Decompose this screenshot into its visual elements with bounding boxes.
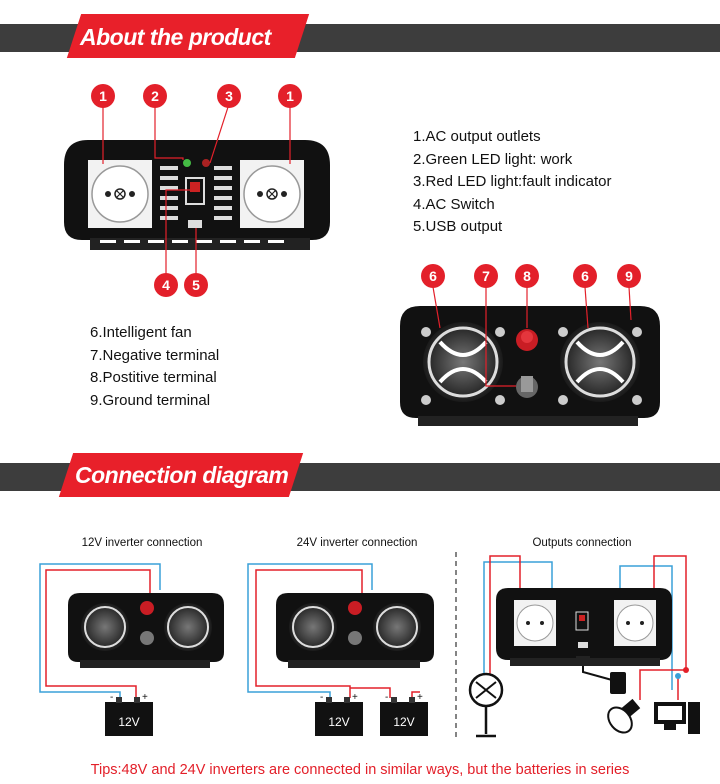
section-title-connection: Connection diagram: [75, 462, 289, 488]
tips-text: Tips:48V and 24V inverters are connected…: [90, 762, 630, 778]
diagram-title-24v: 24V inverter connection: [296, 537, 418, 549]
legend-item: 1.AC output outlets: [413, 128, 541, 145]
section-title-about: About the product: [80, 24, 271, 50]
back-legend: 6.Intelligent fan 7.Negative terminal 8.…: [90, 322, 219, 412]
legend-item: 5.USB output: [413, 218, 503, 235]
diagram-title-outputs: Outputs connection: [532, 537, 632, 549]
front-legend: 1.AC output outlets 2.Green LED light: w…: [413, 126, 611, 239]
legend-item: 2.Green LED light: work: [413, 150, 573, 168]
diagram-24v: [247, 563, 434, 736]
legend-item: 7.Negative terminal: [90, 346, 220, 364]
legend-item: 8.Postitive terminal: [90, 369, 217, 386]
front-panel: [64, 140, 330, 250]
back-panel: [400, 306, 660, 426]
legend-item: 3.Red LED light:fault indicator: [413, 173, 612, 190]
legend-item: 4.AC Switch: [413, 195, 495, 213]
legend-item: 6.Intelligent fan: [90, 324, 192, 341]
diagram-12v: [39, 563, 224, 736]
diagram-title-12v: 12V inverter connection: [81, 537, 203, 549]
diagram-outputs: [468, 555, 700, 738]
legend-item: 9.Ground terminal: [90, 391, 211, 409]
